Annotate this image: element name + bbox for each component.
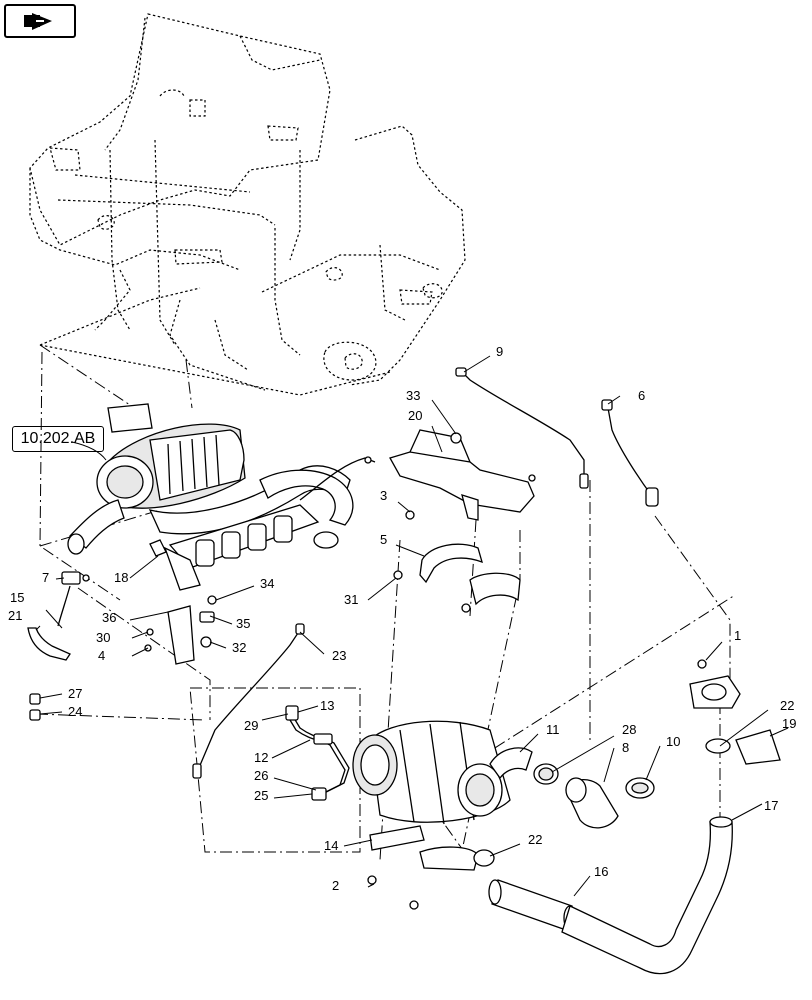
callout-6: 6 xyxy=(638,388,645,403)
small-bracket-parts xyxy=(144,595,217,665)
callout-11: 11 xyxy=(546,722,560,737)
callout-7: 7 xyxy=(42,570,49,585)
callout-27: 27 xyxy=(68,686,82,701)
callout-13: 13 xyxy=(320,698,334,713)
tailpipe-assembly xyxy=(473,659,781,975)
callout-25: 25 xyxy=(254,788,268,803)
callout-21: 21 xyxy=(8,608,22,623)
callout-35: 35 xyxy=(236,616,250,631)
callout-29: 29 xyxy=(244,718,258,733)
callout-14: 14 xyxy=(324,838,338,853)
callout-labels: 1 2 3 4 5 6 7 8 9 10 11 12 13 14 15 16 1… xyxy=(8,344,796,893)
callout-5: 5 xyxy=(380,532,387,547)
callout-36: 36 xyxy=(102,610,116,625)
machine-frame xyxy=(29,13,466,396)
callout-2: 2 xyxy=(332,878,339,893)
callout-8: 8 xyxy=(622,740,629,755)
callout-3: 3 xyxy=(380,488,387,503)
callout-24: 24 xyxy=(68,704,82,719)
callout-32: 32 xyxy=(232,640,246,655)
exhaust-connectors xyxy=(489,747,655,829)
engine-exhaust-assembly xyxy=(67,403,376,591)
callout-22b: 22 xyxy=(528,832,542,847)
callout-4: 4 xyxy=(98,648,105,663)
callout-22a: 22 xyxy=(780,698,794,713)
callout-10: 10 xyxy=(666,734,680,749)
muffler-assembly xyxy=(352,720,511,910)
mounting-strap xyxy=(393,543,521,613)
callout-1: 1 xyxy=(734,628,741,643)
arrow-icon xyxy=(24,13,52,30)
callout-34: 34 xyxy=(260,576,274,591)
navigation-button[interactable] xyxy=(4,4,76,38)
left-sensor-parts xyxy=(27,571,90,721)
callout-15: 15 xyxy=(10,590,24,605)
callout-33: 33 xyxy=(406,388,420,403)
callout-18: 18 xyxy=(114,570,128,585)
callout-28: 28 xyxy=(622,722,636,737)
callout-leaders xyxy=(35,355,789,897)
callout-16: 16 xyxy=(594,864,608,879)
callout-9: 9 xyxy=(496,344,503,359)
callout-31: 31 xyxy=(344,592,358,607)
callout-20: 20 xyxy=(408,408,422,423)
sensor-cables xyxy=(192,367,659,779)
heat-shield-bracket xyxy=(389,429,536,521)
callout-19: 19 xyxy=(782,716,796,731)
callout-26: 26 xyxy=(254,768,268,783)
callout-23: 23 xyxy=(332,648,346,663)
callout-17: 17 xyxy=(764,798,778,813)
fuel-line-assembly xyxy=(285,705,350,801)
callout-12: 12 xyxy=(254,750,268,765)
callout-30: 30 xyxy=(96,630,110,645)
